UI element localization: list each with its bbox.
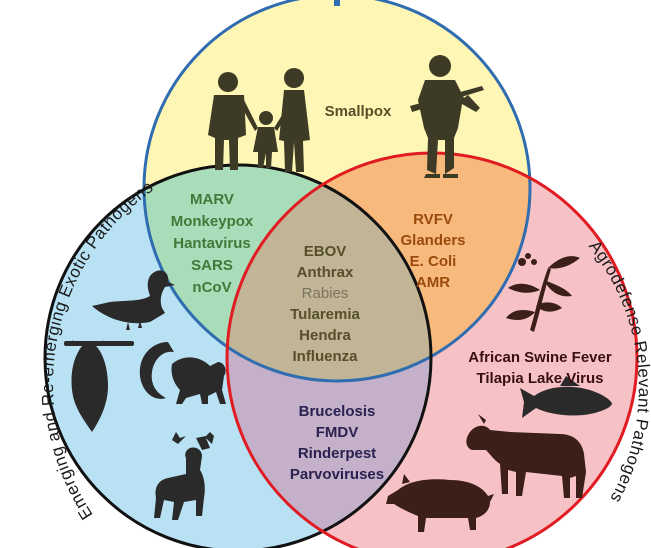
- top-left-item: nCoV: [192, 279, 231, 296]
- left-right-item: Brucelosis: [299, 403, 376, 420]
- top-left-item: MARV: [190, 191, 234, 208]
- top-right-item: Glanders: [400, 232, 465, 249]
- top-right-item: RVFV: [413, 211, 453, 228]
- center-item: Anthrax: [297, 264, 354, 281]
- right-only-item: Tilapia Lake Virus: [476, 370, 603, 387]
- top-right-item: AMR: [416, 274, 450, 291]
- center-item: Influenza: [292, 348, 358, 365]
- center-item: EBOV: [304, 243, 347, 260]
- top-only-item: Smallpox: [325, 103, 392, 120]
- top-connector-line: [334, 0, 340, 6]
- top-left-item: Monkeypox: [171, 213, 254, 230]
- center-item: Rabies: [302, 285, 349, 302]
- right-only-item: African Swine Fever: [468, 349, 612, 366]
- left-right-item: Rinderpest: [298, 445, 376, 462]
- center-item: Tularemia: [290, 306, 360, 323]
- left-right-item: FMDV: [316, 424, 359, 441]
- top-left-item: Hantavirus: [173, 235, 251, 252]
- left-right-item: Parvoviruses: [290, 466, 384, 483]
- top-left-item: SARS: [191, 257, 233, 274]
- top-only-list: Smallpox: [325, 103, 392, 120]
- top-right-item: E. Coli: [410, 253, 457, 270]
- center-item: Hendra: [299, 327, 351, 344]
